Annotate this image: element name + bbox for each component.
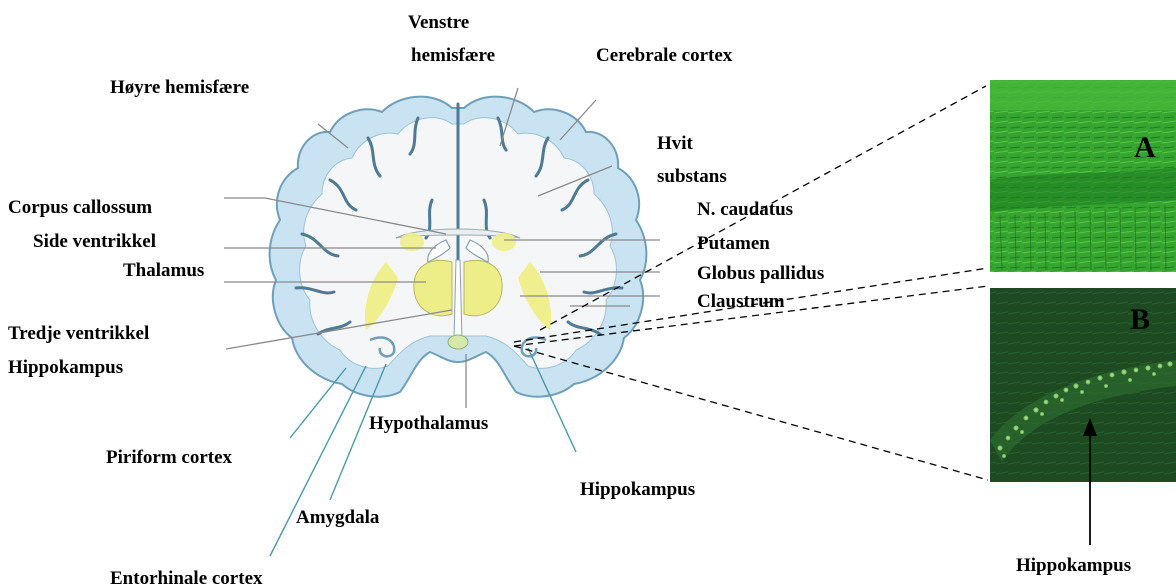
micrograph-panel-a: A: [990, 80, 1176, 272]
label-tredje-ventrikkel: Tredje ventrikkel: [8, 323, 149, 344]
label-hippokampus-panel: Hippokampus: [1016, 555, 1131, 576]
label-cerebrale-cortex: Cerebrale cortex: [596, 45, 733, 66]
label-claustrum: Claustrum: [697, 291, 785, 312]
micrograph-panel-b: B: [990, 288, 1176, 482]
label-hippokampus-bottom: Hippokampus: [580, 479, 695, 500]
label-n-caudatus: N. caudatus: [697, 199, 793, 220]
label-venstre-hemisfaere-line2: hemisfære: [411, 45, 495, 66]
label-hippokampus-left: Hippokampus: [8, 357, 123, 378]
label-venstre-hemisfaere-line1: Venstre: [408, 12, 469, 33]
panel-b-letter: B: [1130, 303, 1150, 336]
label-piriform-cortex: Piriform cortex: [106, 447, 233, 468]
label-hvit-substans-line2: substans: [657, 166, 727, 187]
label-side-ventrikkel: Side ventrikkel: [33, 231, 156, 252]
brain-coronal-section: [270, 97, 647, 397]
third-ventricle: [454, 260, 462, 340]
panel-a-letter: A: [1134, 131, 1156, 164]
label-hypothalamus: Hypothalamus: [369, 413, 488, 434]
label-thalamus: Thalamus: [123, 260, 204, 281]
label-corpus-callossum: Corpus callossum: [8, 197, 152, 218]
caudate-right: [492, 233, 516, 251]
label-entorhinale-cortex: Entorhinale cortex: [110, 568, 263, 587]
label-hoyre-hemisfaere: Høyre hemisfære: [110, 77, 249, 98]
label-globus-pallidus: Globus pallidus: [697, 263, 824, 284]
label-amygdala: Amygdala: [296, 507, 380, 528]
label-hvit-substans-line1: Hvit: [657, 133, 694, 154]
hypothalamus-region: [448, 335, 468, 349]
label-putamen: Putamen: [697, 233, 770, 254]
